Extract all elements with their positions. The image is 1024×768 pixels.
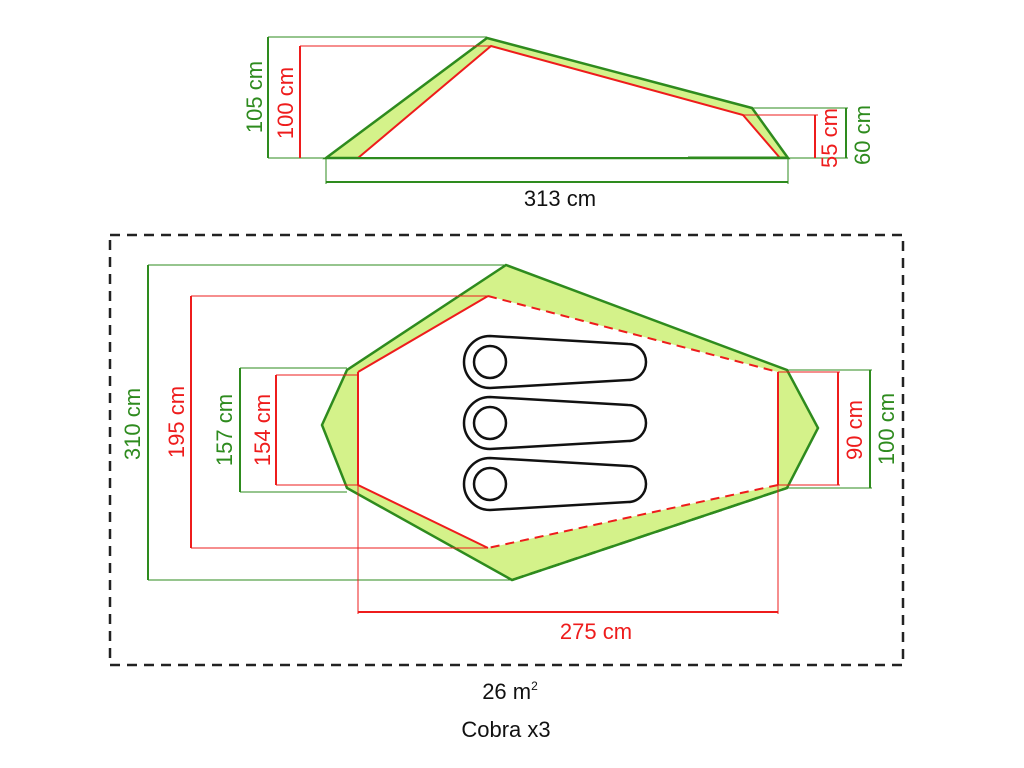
top-outer-foot-label: 100 cm [874,393,899,465]
top-inner-width-label: 195 cm [164,386,189,458]
side-outer-tail-label: 60 cm [850,105,875,165]
top-outer-width-label: 310 cm [120,388,145,460]
top-inner-foot-label: 90 cm [842,400,867,460]
model-name: Cobra x3 [461,717,550,742]
side-outer-height-label: 105 cm [242,61,267,133]
top-outer-vestibule-label: 157 cm [212,394,237,466]
top-view: 310 cm 195 cm 157 cm 154 cm 90 cm 100 cm… [120,263,899,644]
sleeping-bag [462,395,648,451]
side-inner-height-label: 100 cm [273,67,298,139]
sleeping-bag [462,456,648,512]
sleeping-bag [462,334,648,390]
side-view: 105 cm 100 cm 55 cm 60 cm 313 cm [242,36,875,211]
footprint-area-value: 26 m [482,679,531,704]
top-inner-vestibule-label: 154 cm [250,394,275,466]
footprint-area-label: 26 m2 [482,679,538,704]
footprint-area-exponent: 2 [531,679,538,693]
side-inner-tail-label: 55 cm [817,108,842,168]
sleeping-bags [462,334,648,512]
footprint-area-frame [108,233,905,667]
side-length-label: 313 cm [524,186,596,211]
top-inner-length-label: 275 cm [560,619,632,644]
